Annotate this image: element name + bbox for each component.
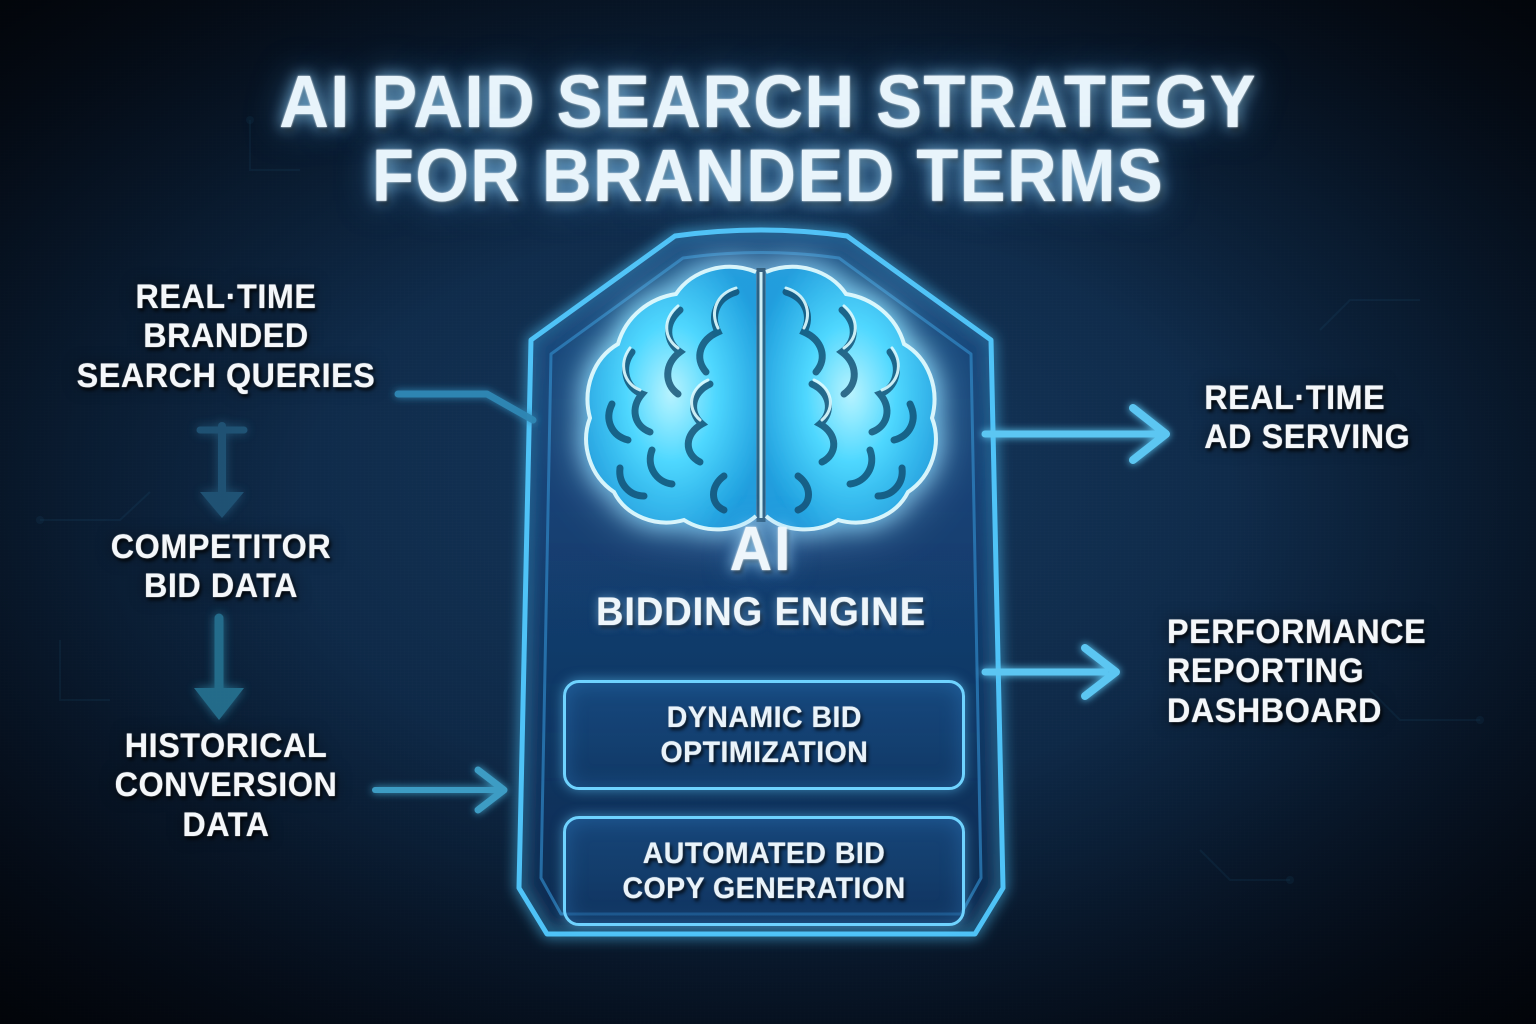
page-title: AI PAID SEARCH STRATEGY FOR BRANDED TERM… xyxy=(0,60,1536,217)
brain-icon xyxy=(560,254,962,540)
page-title-line-2: FOR BRANDED TERMS xyxy=(371,133,1165,217)
page-title-line-1: AI PAID SEARCH STRATEGY xyxy=(279,60,1257,144)
connector-competitor-to-historical xyxy=(194,613,244,720)
connector-historical-to-engine xyxy=(372,766,508,814)
connector-queries-to-competitor xyxy=(196,422,248,518)
engine-subhead: BIDDING ENGINE xyxy=(595,590,926,634)
engine-headline: AI xyxy=(729,515,793,584)
